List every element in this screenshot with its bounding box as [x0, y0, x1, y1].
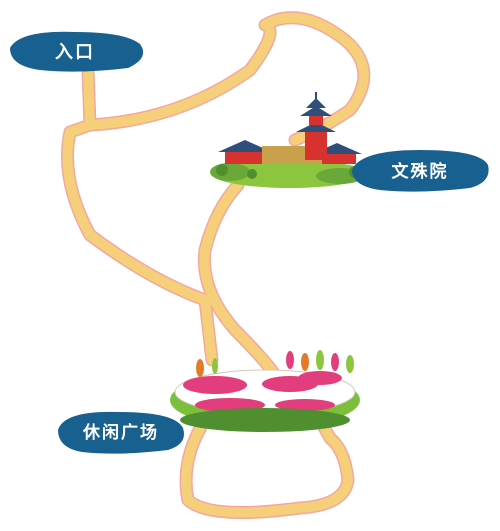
entrance-label-text: 入口: [55, 42, 95, 63]
walking-route: [61, 11, 371, 519]
entrance-label-bubble: [10, 31, 144, 72]
garden-plaza-icon: [170, 350, 360, 432]
temple-label-text: 文殊院: [392, 161, 449, 182]
route-path: [62, 12, 369, 518]
plaza-label-bubble: [58, 411, 184, 454]
temple-label[interactable]: 文殊院: [352, 150, 489, 192]
temple-label-bubble: [352, 150, 489, 192]
plaza-label-text: 休闲广场: [82, 422, 159, 443]
plaza-label[interactable]: 休闲广场: [58, 411, 184, 454]
temple-pagoda-icon: [210, 92, 368, 188]
entrance-label[interactable]: 入口: [10, 31, 144, 72]
